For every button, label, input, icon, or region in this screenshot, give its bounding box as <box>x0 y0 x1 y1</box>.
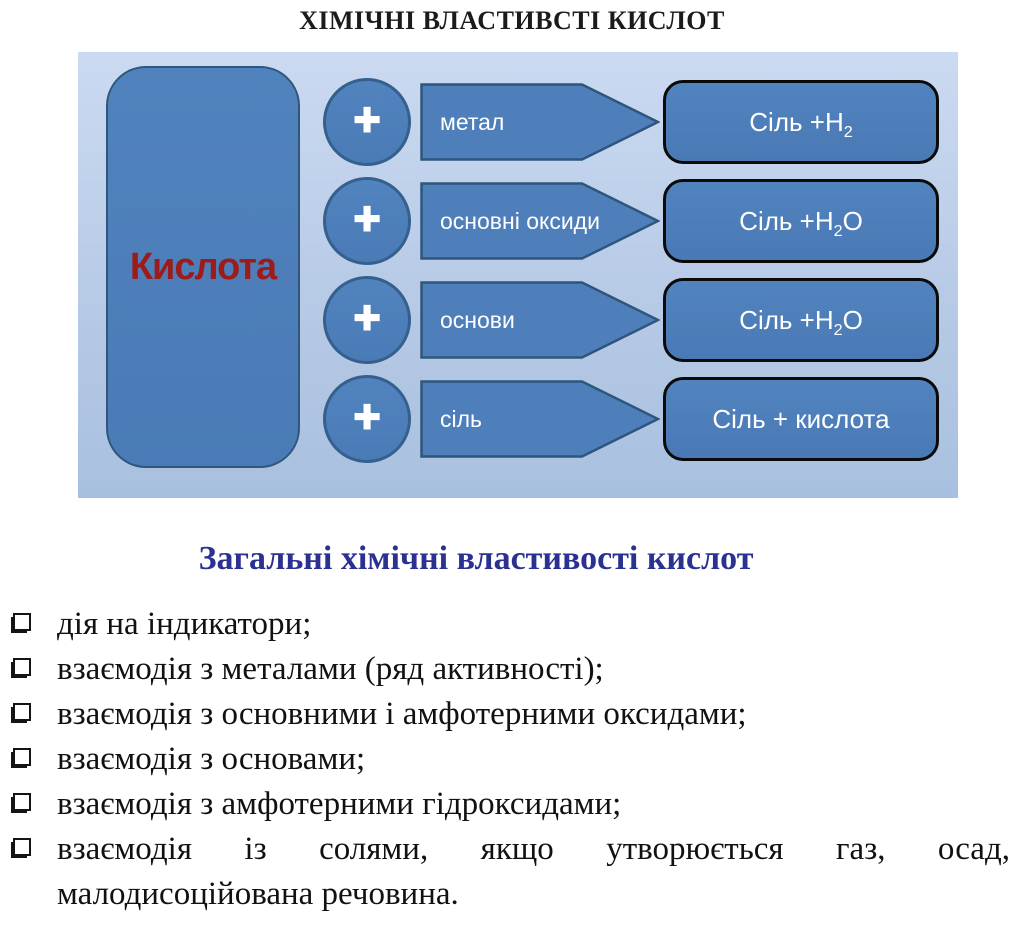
list-item-text: дія на індикатори; <box>57 606 312 642</box>
list-item-text: взаємодія з амфотерними гідроксидами; <box>57 786 622 822</box>
acid-properties-diagram: Кислота + метал Сіль +H2 + основні оксид… <box>78 52 958 498</box>
checkbox-bullet-icon <box>13 658 31 676</box>
checkbox-bullet-icon <box>13 748 31 766</box>
plus-circle: + <box>323 177 411 265</box>
reagent-label: основи <box>440 306 515 333</box>
arrow-shape-icon <box>420 380 660 458</box>
acid-label: Кислота <box>129 245 277 288</box>
reagent-label: метал <box>440 108 505 135</box>
reagent-arrow: сіль <box>420 380 660 458</box>
product-label: Сіль +H2O <box>739 304 863 339</box>
acid-shape: Кислота <box>106 66 300 468</box>
list-item-text: взаємодія з основами; <box>57 741 366 777</box>
plus-icon: + <box>353 291 382 343</box>
product-box: Сіль +H2O <box>663 278 939 362</box>
product-box: Сіль +H2O <box>663 179 939 263</box>
list-item: взаємодія з основами; <box>13 737 1010 782</box>
product-label: Сіль +H2 <box>749 106 853 141</box>
reagent-arrow: основи <box>420 281 660 359</box>
properties-list: дія на індикатори; взаємодія з металами … <box>0 602 1024 917</box>
reagent-label: сіль <box>440 405 483 432</box>
arrow-shape-icon <box>420 281 660 359</box>
list-item-text-line2: малодисоційована речовина. <box>57 876 459 912</box>
checkbox-bullet-icon <box>13 703 31 721</box>
list-item-text: взаємодія з основними і амфотерними окси… <box>57 696 747 732</box>
list-item: взаємодія з основними і амфотерними окси… <box>13 692 1010 737</box>
plus-icon: + <box>353 93 382 145</box>
reagent-arrow: основні оксиди <box>420 182 660 260</box>
checkbox-bullet-icon <box>13 838 31 856</box>
plus-circle: + <box>323 375 411 463</box>
plus-icon: + <box>353 390 382 442</box>
list-item-text: взаємодія з металами (ряд активності); <box>57 651 604 687</box>
product-box: Сіль +H2 <box>663 80 939 164</box>
plus-circle: + <box>323 78 411 166</box>
list-item-text-line1: взаємодія із солями, якщо утворюється га… <box>57 831 1010 867</box>
list-item: взаємодія із солями, якщо утворюється га… <box>13 827 1010 917</box>
diagram-row-bases: + основи Сіль +H2O <box>78 271 958 369</box>
list-item: дія на індикатори; <box>13 602 1010 647</box>
diagram-row-basic-oxides: + основні оксиди Сіль +H2O <box>78 172 958 270</box>
checkbox-bullet-icon <box>13 613 31 631</box>
arrow-shape-icon <box>420 83 660 161</box>
plus-icon: + <box>353 192 382 244</box>
section-heading: Загальні хімічні властивості кислот <box>198 540 754 577</box>
reagent-arrow: метал <box>420 83 660 161</box>
list-item: взаємодія з металами (ряд активності); <box>13 647 1010 692</box>
product-label: Сіль +H2O <box>739 205 863 240</box>
product-label: Сіль + кислота <box>712 403 890 434</box>
product-box: Сіль + кислота <box>663 377 939 461</box>
arrow-shape-icon <box>420 182 660 260</box>
plus-circle: + <box>323 276 411 364</box>
diagram-row-salt: + сіль Сіль + кислота <box>78 370 958 468</box>
checkbox-bullet-icon <box>13 793 31 811</box>
diagram-row-metal: + метал Сіль +H2 <box>78 73 958 171</box>
reagent-label: основні оксиди <box>440 207 600 234</box>
list-item: взаємодія з амфотерними гідроксидами; <box>13 782 1010 827</box>
page-title: ХІМІЧНІ ВЛАСТИВСТІ КИСЛОТ <box>299 6 725 35</box>
